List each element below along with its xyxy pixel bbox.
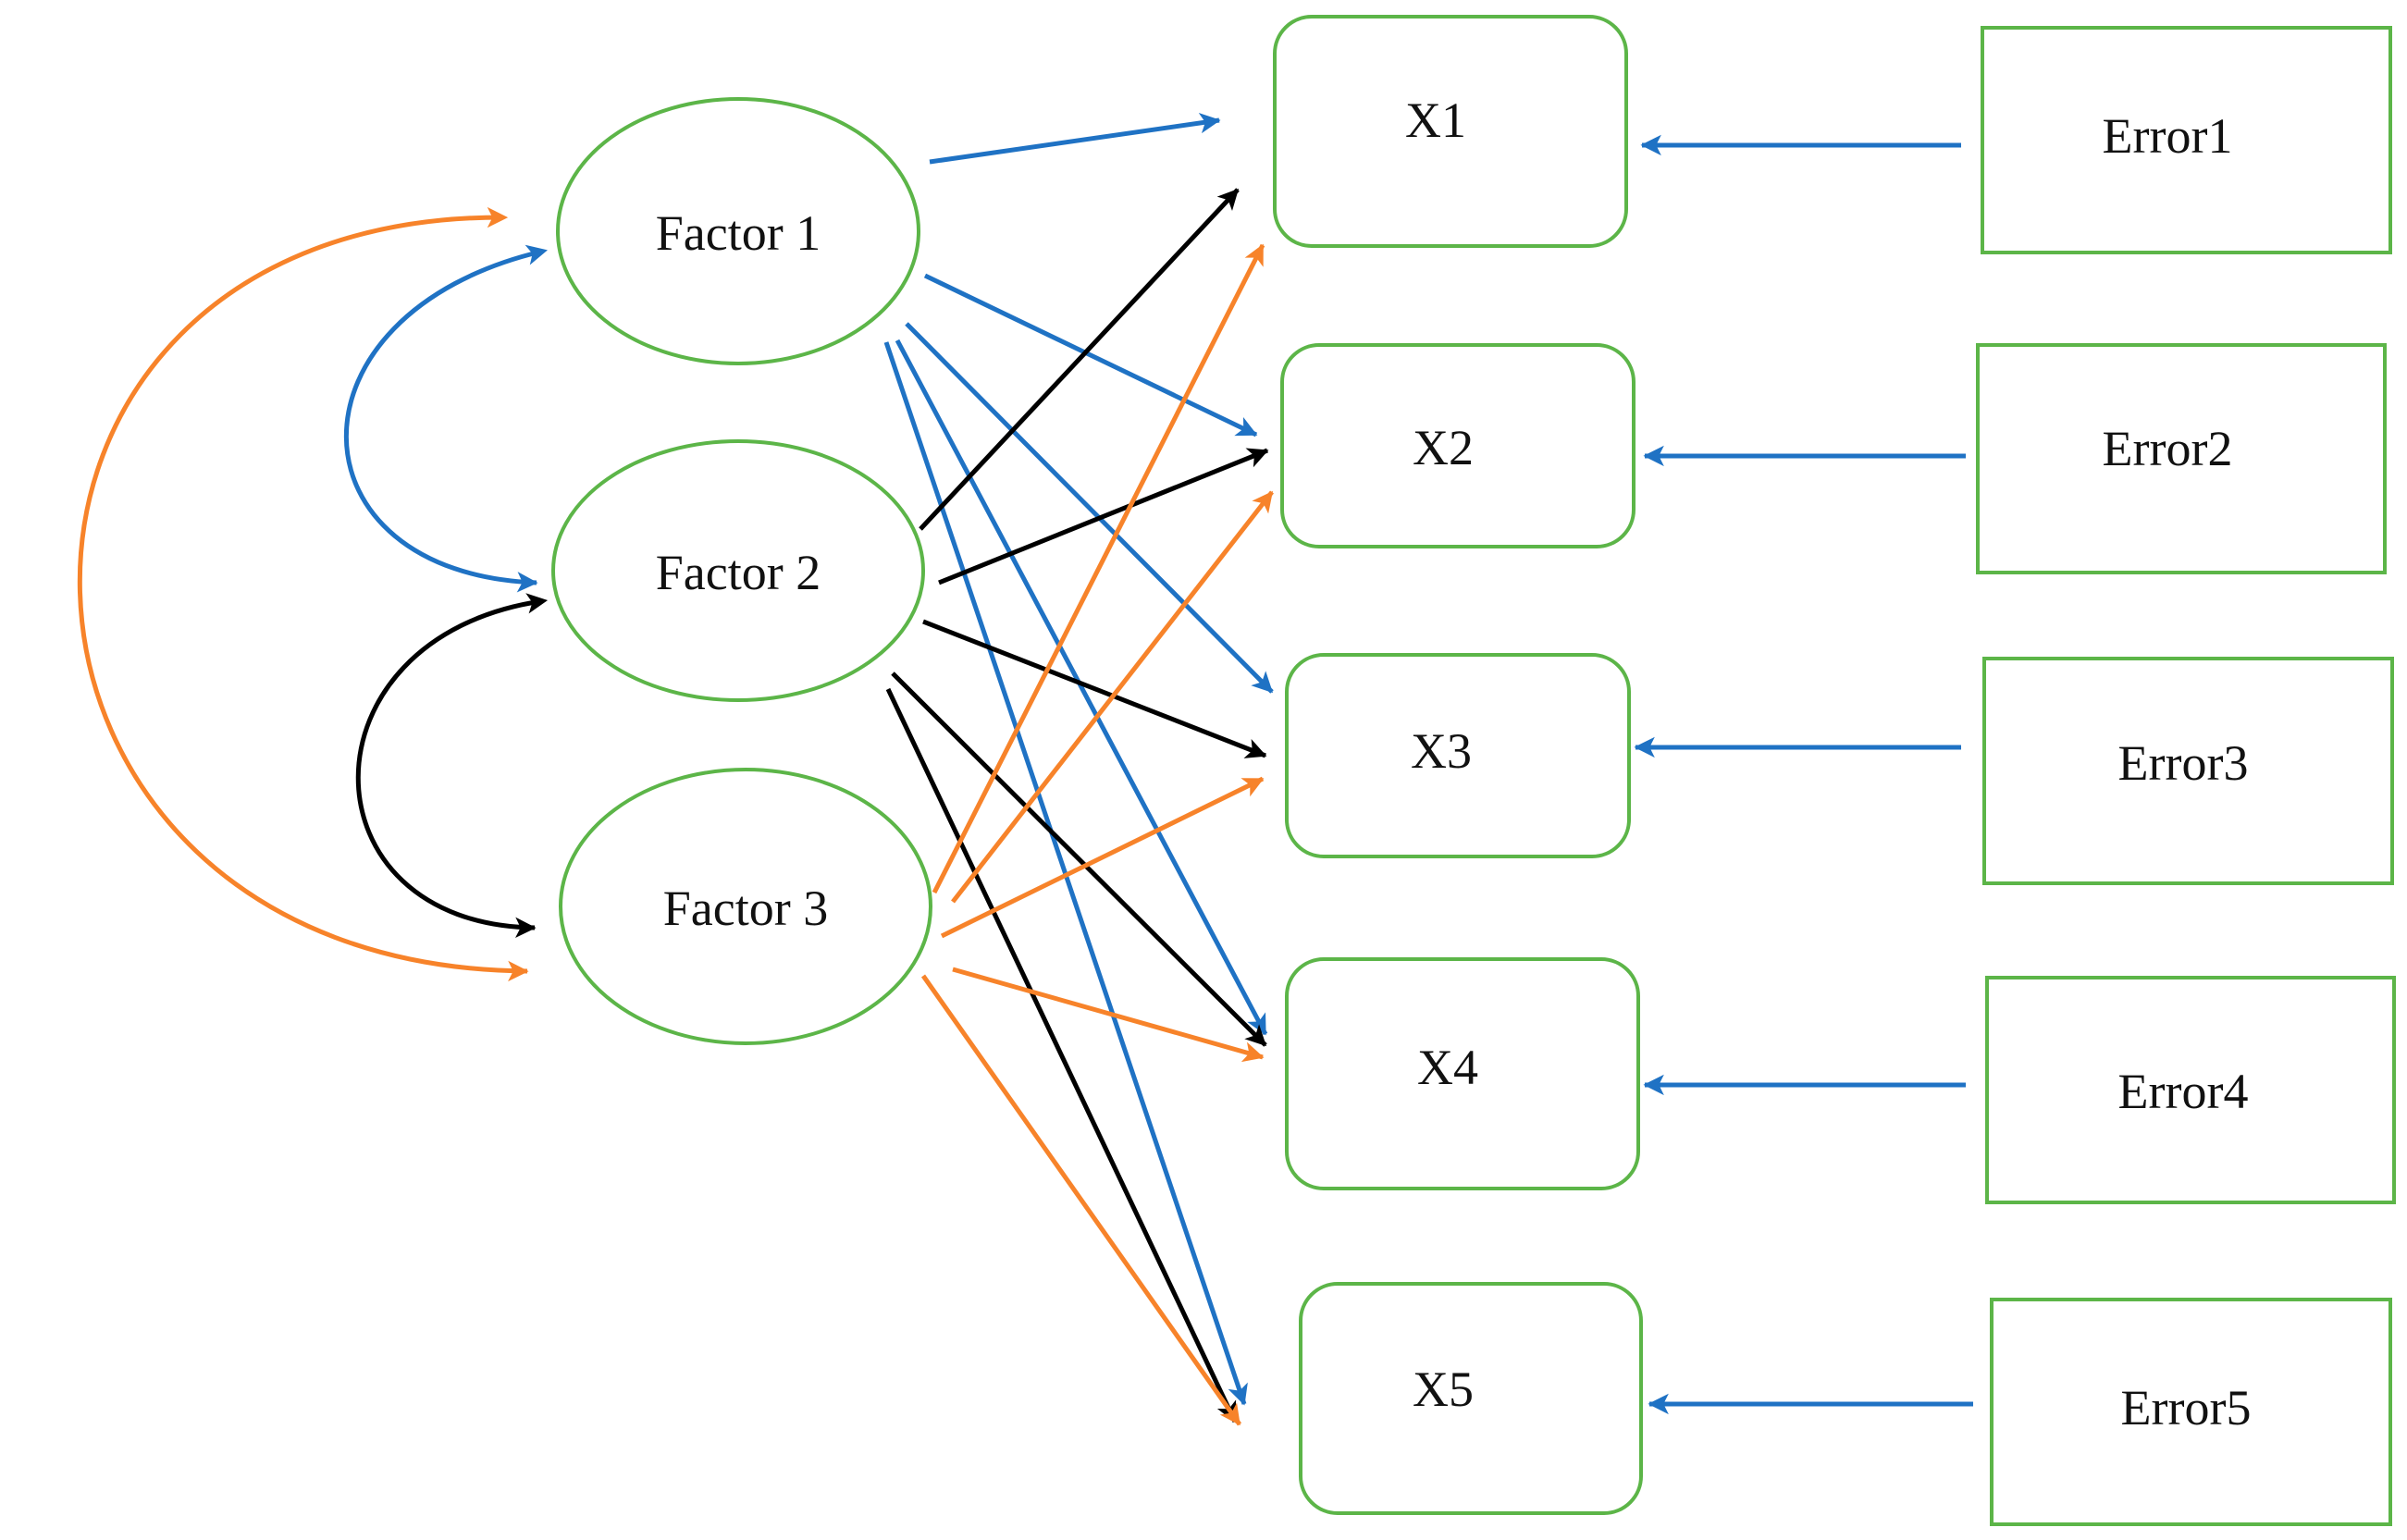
error-node-1: Error1 — [1981, 26, 2392, 254]
loading-arrow-f1-x2 — [923, 273, 1258, 437]
loading-arrow-f2-x2 — [938, 448, 1269, 585]
factor-label: Factor 1 — [656, 205, 821, 261]
loading-arrow-f3-x5 — [920, 974, 1242, 1426]
loading-arrow-f3-x2 — [951, 490, 1274, 904]
loading-arrow-f2-x5 — [885, 687, 1238, 1423]
error-label: Error2 — [2103, 421, 2233, 476]
indicator-node-x2: X2 — [1280, 343, 1636, 548]
loading-arrow-f3-x1 — [932, 243, 1265, 894]
error-node-5: Error5 — [1990, 1298, 2392, 1526]
indicator-node-x5: X5 — [1299, 1282, 1643, 1515]
loading-arrow-f2-x4 — [891, 671, 1267, 1047]
error-node-4: Error4 — [1985, 976, 2396, 1204]
covariance-arrow-f1-f2 — [343, 244, 548, 593]
factor-node-3: Factor 3 — [559, 768, 932, 1045]
error-node-2: Error2 — [1976, 343, 2387, 574]
covariance-arrow-f2-f3 — [355, 593, 549, 939]
error-label: Error5 — [2121, 1380, 2252, 1435]
factor-label: Factor 3 — [663, 881, 828, 936]
error-node-3: Error3 — [1982, 657, 2394, 885]
error-label: Error4 — [2118, 1064, 2249, 1119]
factor-node-1: Factor 1 — [556, 97, 920, 365]
error-label: Error1 — [2103, 108, 2233, 164]
loading-arrow-f1-x3 — [905, 322, 1274, 694]
indicator-label: X3 — [1411, 723, 1472, 779]
loading-arrow-f2-x3 — [922, 619, 1267, 758]
indicator-node-x4: X4 — [1285, 957, 1640, 1190]
loading-arrow-f3-x4 — [952, 967, 1265, 1063]
error-label: Error3 — [2118, 735, 2249, 791]
indicator-label: X2 — [1413, 420, 1474, 475]
factor-node-2: Factor 2 — [551, 439, 925, 702]
indicator-label: X1 — [1405, 92, 1466, 148]
factor-label: Factor 2 — [656, 545, 821, 600]
loading-arrow-f2-x1 — [919, 188, 1240, 531]
loading-arrow-f1-x4 — [895, 339, 1268, 1036]
loading-arrow-f1-x1 — [929, 112, 1221, 165]
indicator-label: X4 — [1417, 1040, 1478, 1095]
indicator-node-x1: X1 — [1273, 15, 1628, 248]
indicator-node-x3: X3 — [1285, 653, 1631, 858]
loading-arrow-f3-x3 — [940, 776, 1265, 939]
covariance-arrow-f1-f3 — [78, 206, 529, 982]
indicator-label: X5 — [1413, 1361, 1474, 1417]
